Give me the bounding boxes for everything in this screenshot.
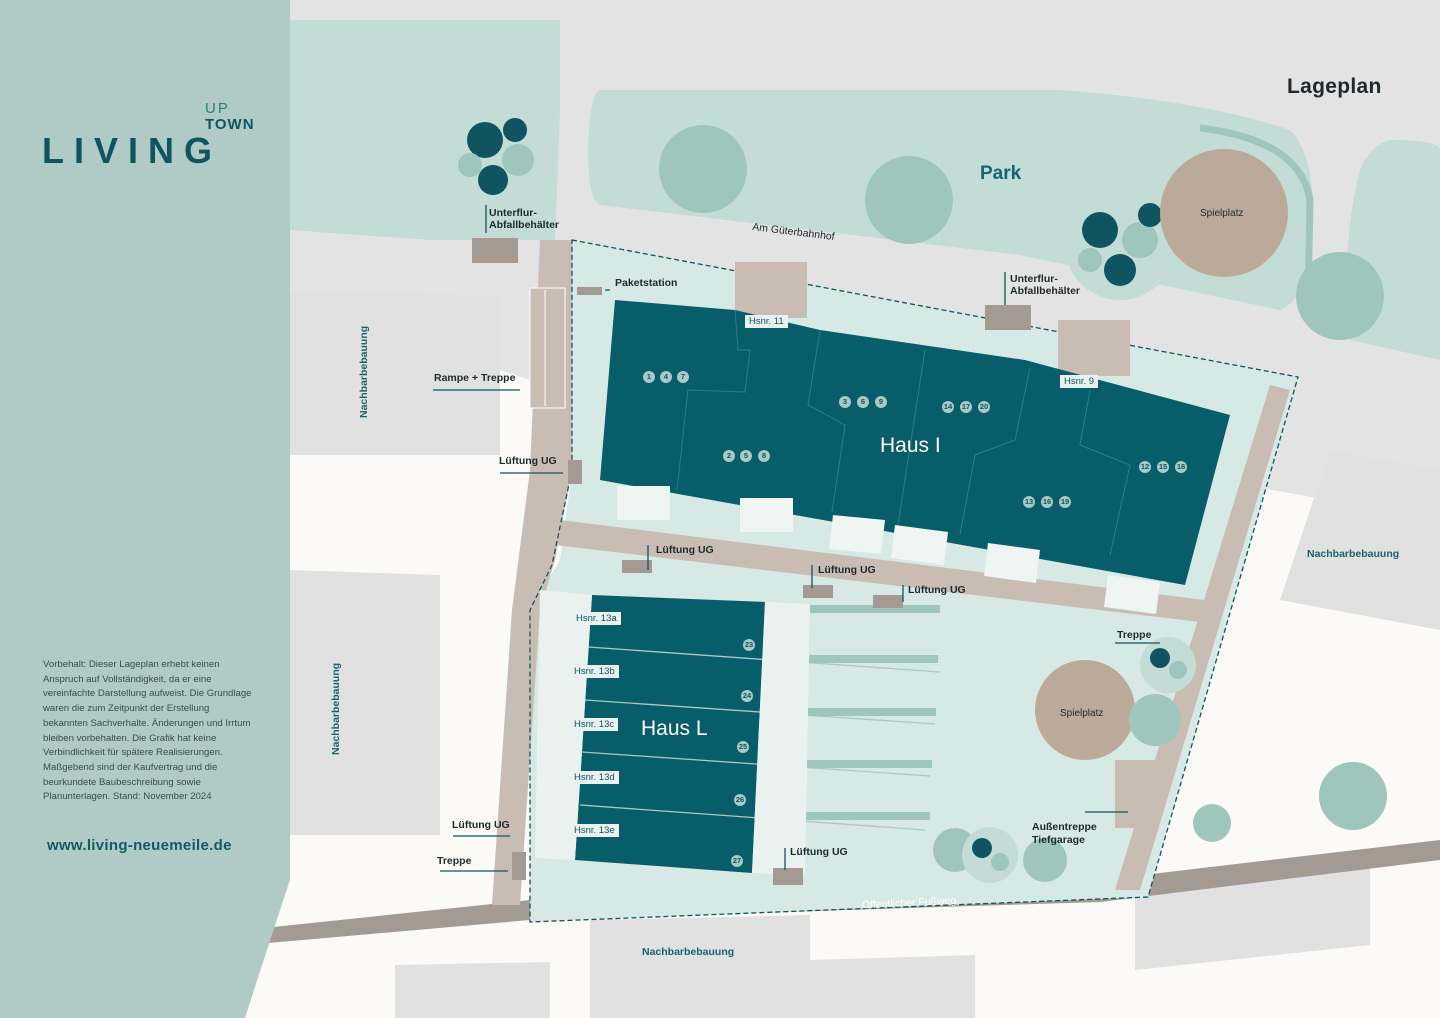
- house-number-tag: Hsnr. 13b: [570, 665, 619, 678]
- neighbour-label: Nachbarbebauung: [642, 946, 735, 958]
- unit-number: 16: [1041, 496, 1053, 508]
- ventilation-label: Lüftung UG: [499, 455, 557, 467]
- garage-stairs-label: Außentreppe Tiefgarage: [1032, 821, 1097, 846]
- unit-number: 14: [942, 401, 954, 413]
- waste-container: [472, 238, 518, 263]
- website-link[interactable]: www.living-neuemeile.de: [47, 837, 232, 854]
- waste-label: Unterflur- Abfallbehälter: [489, 207, 560, 231]
- unit-number: 9: [875, 396, 887, 408]
- tree-icon-decorative: [962, 827, 1018, 883]
- unit-number: 7: [677, 371, 689, 383]
- unit-number: 13: [1023, 496, 1035, 508]
- house-number-tag: Hsnr. 9: [1060, 375, 1099, 388]
- playground-label: Spielplatz: [1200, 208, 1244, 219]
- neighbour-label: Nachbarbebauung: [330, 662, 342, 755]
- house-number-tag: Hsnr. 13d: [570, 771, 619, 784]
- unit-number: 20: [978, 401, 990, 413]
- unit-number: 18: [1175, 461, 1187, 473]
- logo-living: LIVING: [42, 130, 223, 171]
- neighbour-building: [810, 955, 975, 1018]
- parcel-station-label: Paketstation: [615, 277, 678, 289]
- unit-number: 26: [734, 794, 746, 806]
- neighbour-building: [1280, 450, 1440, 630]
- haus-l-label: Haus L: [641, 717, 708, 740]
- haus-i-label: Haus I: [880, 434, 941, 457]
- unit-number: 2: [723, 450, 735, 462]
- garage-stairs: [1115, 760, 1155, 828]
- tree-icon: [865, 156, 953, 244]
- waste-label: Unterflur- Abfallbehälter: [1010, 273, 1081, 297]
- house-number-tag: Hsnr. 11: [745, 315, 788, 328]
- ventilation-label: Lüftung UG: [790, 846, 848, 858]
- parcel-station: [577, 287, 602, 295]
- house-number-tag: Hsnr. 13c: [570, 718, 619, 731]
- inner-path: [555, 520, 1205, 622]
- disclaimer-text: Vorbehalt: Dieser Lageplan erhebt keinen…: [43, 659, 252, 803]
- neighbour-label: Nachbarbebauung: [358, 325, 370, 418]
- tree-icon: [1193, 804, 1231, 842]
- neighbour-building: [290, 290, 500, 455]
- logo-up: UP: [205, 100, 230, 117]
- playground-label: Spielplatz: [1060, 708, 1104, 719]
- unit-number: 8: [758, 450, 770, 462]
- haus-i-building: [600, 300, 1230, 585]
- unit-number: 23: [743, 639, 755, 651]
- unit-number: 27: [731, 855, 743, 867]
- tree-icon-decorative: [1140, 637, 1196, 693]
- ramp-label: Rampe + Treppe: [434, 372, 516, 384]
- house-number-tag: Hsnr. 13e: [570, 824, 619, 837]
- tree-icon-decorative: [448, 106, 548, 206]
- unit-number: 17: [960, 401, 972, 413]
- side-path-right: [1115, 385, 1290, 890]
- playground-area: [1160, 149, 1288, 277]
- ventilation-label: Lüftung UG: [452, 819, 510, 831]
- stairs-label: Treppe: [437, 855, 472, 867]
- tree-icon-decorative: [1065, 190, 1175, 300]
- unit-number: 4: [660, 371, 672, 383]
- unit-number: 25: [737, 741, 749, 753]
- playground-area: [1035, 660, 1135, 760]
- house-number-tag: Hsnr. 13a: [572, 612, 621, 625]
- entrance-hsnr-11: [735, 262, 807, 318]
- stairs-label: Treppe: [1117, 629, 1152, 641]
- ventilation-label: Lüftung UG: [908, 584, 966, 596]
- park-label: Park: [980, 163, 1022, 184]
- neighbour-building: [670, 985, 810, 1018]
- ventilation-label: Lüftung UG: [656, 544, 714, 556]
- neighbour-label: Nachbarbebauung: [1307, 548, 1400, 560]
- page-title: Lageplan: [1287, 75, 1382, 98]
- tree-icon: [659, 125, 747, 213]
- waste-container: [985, 305, 1031, 330]
- sidebar-panel: [0, 0, 290, 1018]
- haus-l-building: [575, 595, 765, 873]
- unit-number: 5: [740, 450, 752, 462]
- neighbour-building: [290, 570, 440, 835]
- neighbour-building: [395, 962, 550, 1018]
- unit-number: 3: [839, 396, 851, 408]
- unit-number: 15: [1157, 461, 1169, 473]
- unit-number: 12: [1139, 461, 1151, 473]
- unit-number: 19: [1059, 496, 1071, 508]
- ventilation-label: Lüftung UG: [818, 564, 876, 576]
- unit-number: 1: [643, 371, 655, 383]
- tree-icon: [1319, 762, 1387, 830]
- entrance-hsnr-9: [1058, 320, 1130, 376]
- logo-town: TOWN: [205, 116, 255, 133]
- unit-number: 24: [741, 690, 753, 702]
- tree-icon: [1296, 252, 1384, 340]
- unit-number: 6: [857, 396, 869, 408]
